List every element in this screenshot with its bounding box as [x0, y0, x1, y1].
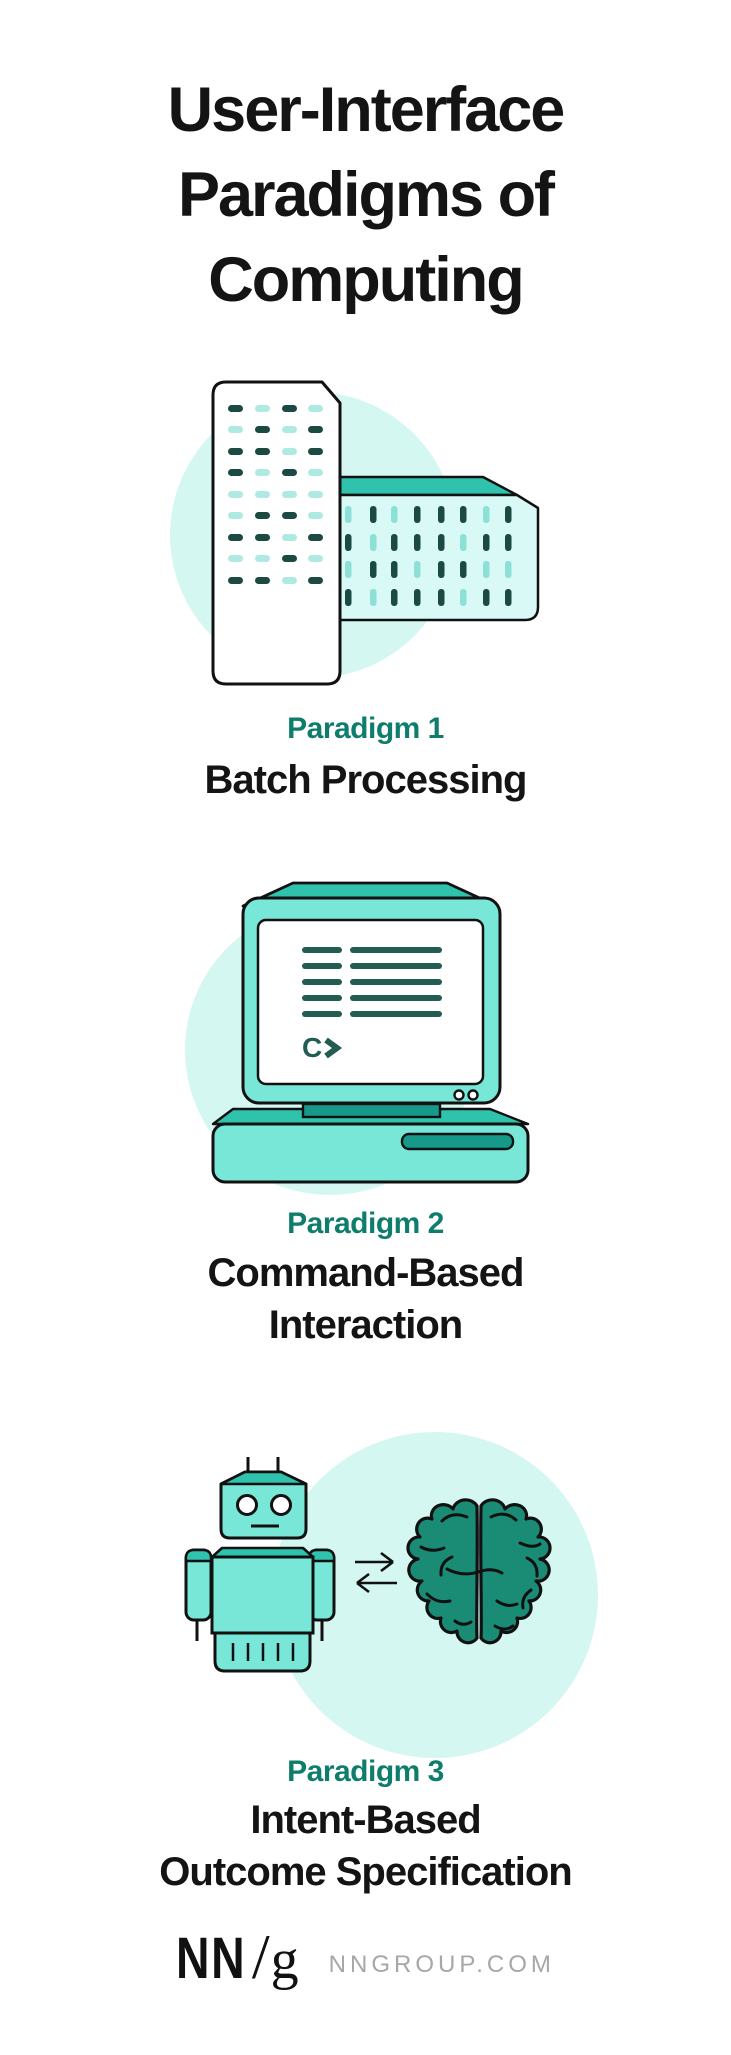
robot-head-cap	[219, 1470, 308, 1486]
robot-grill-lines	[231, 1643, 295, 1661]
punch-cards-illustration	[170, 380, 540, 686]
arrow-right	[355, 1551, 394, 1573]
horizontal-card-holes-light	[345, 506, 512, 606]
brain-folds	[419, 1512, 542, 1631]
paradigm-2-label: Paradigm 2	[287, 1207, 444, 1240]
horizontal-card-holes-dark	[345, 506, 512, 606]
monitor-button-1	[453, 1089, 465, 1101]
robot-and-brain-illustration	[184, 1432, 598, 1758]
arrow-left	[356, 1572, 397, 1594]
paradigm-1-title: Batch Processing	[0, 754, 731, 806]
robot-eye-right	[270, 1494, 292, 1516]
vertical-punch-card	[211, 380, 342, 686]
vertical-card-holes-light	[228, 405, 323, 584]
paradigm-1-label: Paradigm 1	[287, 712, 444, 745]
computer-base	[211, 1122, 530, 1184]
brain-left-hemisphere	[406, 1498, 479, 1645]
robot-icon	[184, 1457, 336, 1673]
monitor-screen	[256, 918, 485, 1086]
page-title-line-3: Computing	[208, 245, 524, 315]
horizontal-punch-card-top-edge	[338, 475, 519, 497]
paradigm-2-title-line-2: Interaction	[268, 1303, 463, 1347]
exchange-arrows-icon	[355, 1551, 397, 1594]
nng-logo-nn: NN	[176, 1926, 247, 1991]
robot-head	[219, 1470, 308, 1540]
robot-torso	[210, 1555, 315, 1635]
horizontal-punch-card	[338, 493, 540, 622]
paradigm-3-label: Paradigm 3	[287, 1755, 444, 1788]
disk-drive-slot	[400, 1132, 515, 1151]
nng-logo-slash: /	[251, 1921, 270, 1992]
paradigm-3-title-line-2: Outcome Specification	[159, 1850, 572, 1894]
nng-logo-g: g	[270, 1929, 299, 1991]
page-title: User-Interface Paradigms of Computing	[0, 68, 731, 323]
brain-right-hemisphere	[479, 1498, 552, 1645]
vertical-card-holes-dark	[228, 405, 323, 584]
crt-terminal-illustration: C	[185, 881, 530, 1195]
page-title-line-2: Paradigms of	[177, 160, 555, 230]
screen-text-lines	[302, 947, 442, 1017]
robot-hand-lines	[195, 1620, 324, 1641]
website-text: NNGROUP.COM	[328, 1951, 555, 1978]
paradigm-3-title: Intent-Based Outcome Specification	[0, 1794, 731, 1898]
robot-arm-left-cap	[184, 1548, 213, 1563]
paradigm-2-title: Command-Based Interaction	[0, 1247, 731, 1351]
brain-icon	[406, 1498, 552, 1645]
prompt-chevron-icon	[324, 1037, 343, 1059]
monitor-button-2	[467, 1089, 479, 1101]
paradigm-2-title-line-1: Command-Based	[207, 1251, 525, 1295]
monitor-stand	[301, 1102, 442, 1119]
nng-logo: NN/g	[176, 1925, 299, 1989]
paradigm-3-title-line-1: Intent-Based	[250, 1798, 481, 1842]
robot-eye-left	[236, 1494, 258, 1516]
page-title-line-1: User-Interface	[167, 75, 566, 145]
footer: NN/g NNGROUP.COM	[0, 1925, 731, 1989]
paradigm-1-title-line-1: Batch Processing	[204, 758, 528, 802]
command-prompt-text: C	[302, 1032, 322, 1063]
